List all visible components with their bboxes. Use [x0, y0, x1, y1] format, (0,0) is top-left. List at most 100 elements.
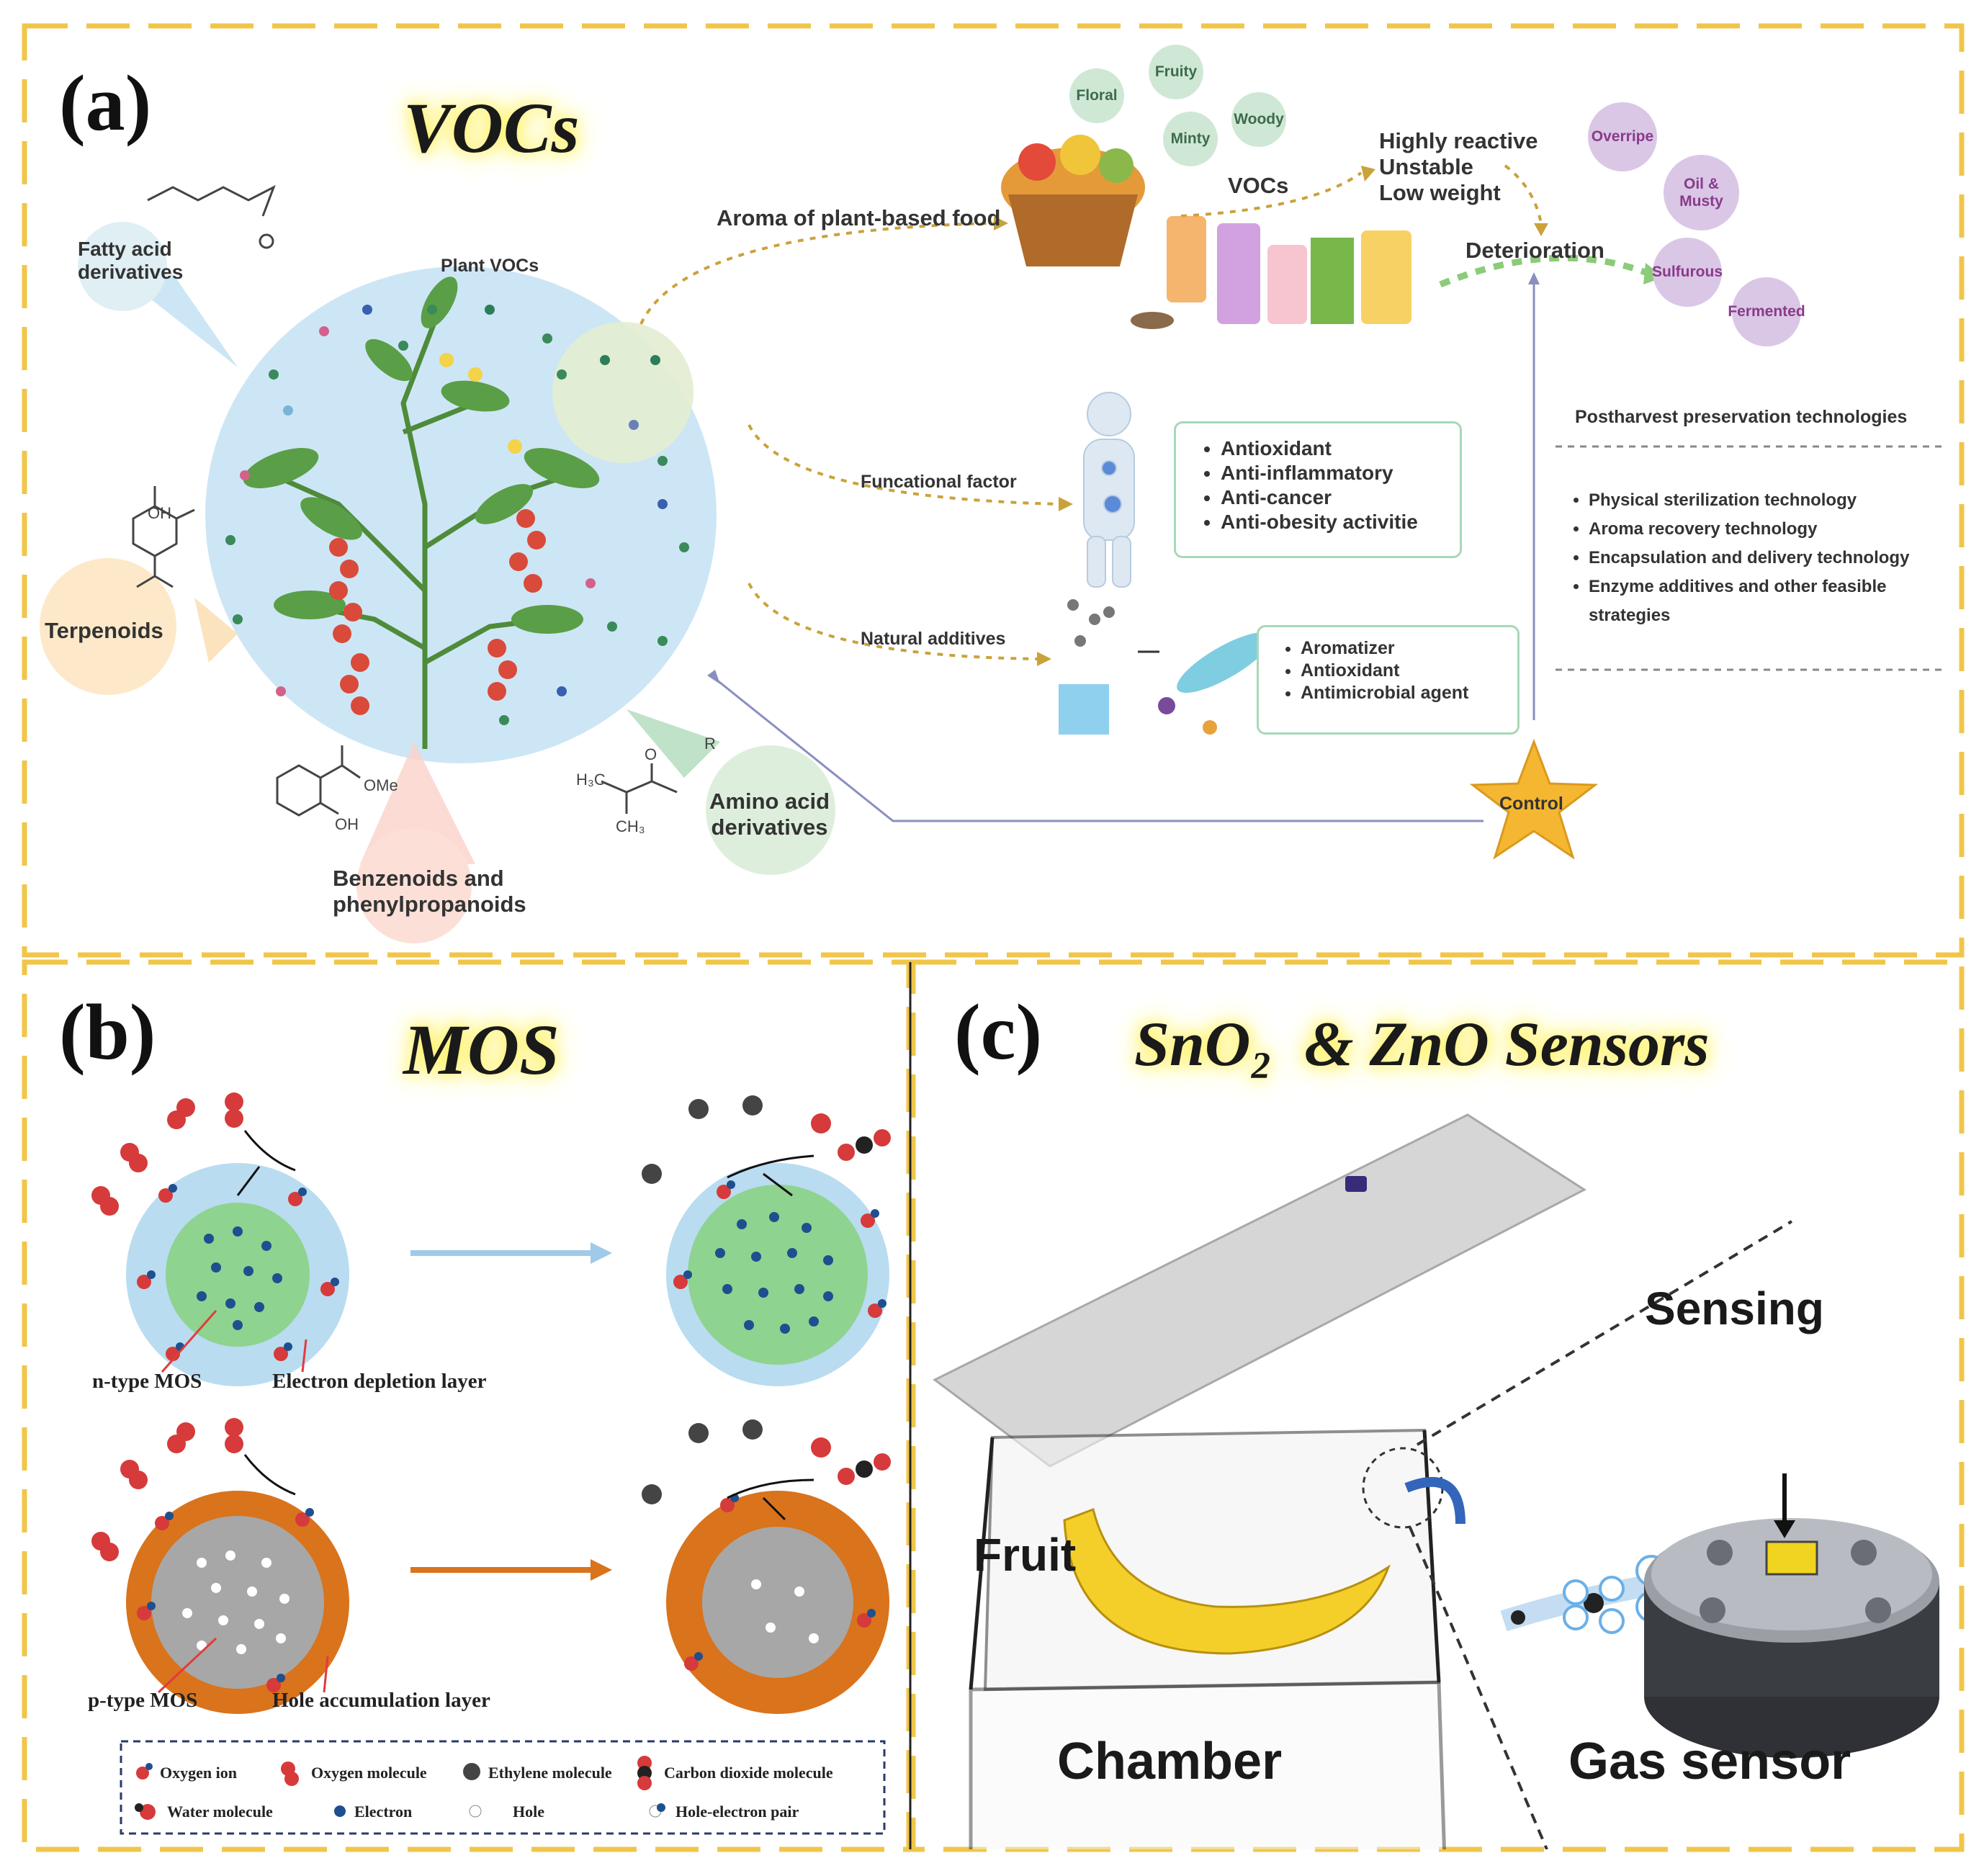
legend-hole: Hole — [513, 1803, 544, 1821]
gas-tube — [1404, 1476, 1465, 1525]
label-deterioration: Deterioration — [1465, 238, 1604, 263]
flowers — [439, 353, 522, 454]
chem-r-label: R — [704, 735, 716, 753]
control-feedback-line — [712, 676, 1483, 822]
panel-a-graphics — [40, 135, 1944, 943]
oxygen-ions — [137, 1180, 886, 1692]
label-vocs-small: VOCs — [1228, 173, 1289, 198]
det-circle-oil-musty: Oil & Musty — [1664, 155, 1739, 230]
functional-item: Anti-inflammatory — [1221, 461, 1441, 485]
chem-structures — [132, 184, 678, 817]
chamber-lid — [933, 1113, 1586, 1468]
human-figure — [1083, 392, 1135, 588]
electrons — [197, 1212, 833, 1334]
functional-item: Anti-cancer — [1221, 485, 1441, 510]
legend-icons — [135, 1756, 665, 1820]
p-type-core-after — [702, 1527, 853, 1678]
deterioration-arrow — [1439, 254, 1651, 288]
panel-c-title: SnO₂ & ZnO Sensors — [1134, 1010, 1710, 1080]
label-natural-additives: Natural additives — [861, 629, 1006, 649]
panel-a-letter: (a) — [59, 59, 152, 147]
drinks — [1131, 216, 1411, 329]
label-benzenoids: Benzenoids and phenylpropanoids — [333, 866, 526, 917]
reaction-arrows — [236, 1130, 814, 1521]
n-type-core-after — [688, 1185, 868, 1365]
additive-graphics — [1059, 599, 1272, 735]
pointer-lines — [157, 1310, 329, 1694]
additive-list-box: Aromatizer Antioxidant Antimicrobial age… — [1257, 625, 1520, 735]
postharvest-item: Physical sterilization technology — [1589, 486, 1944, 515]
label-functional: Funcational factor — [861, 472, 1017, 492]
legend-oxygen-ion: Oxygen ion — [160, 1764, 237, 1782]
label-electron-depletion: Electron depletion layer — [272, 1370, 487, 1393]
functional-list-box: Antioxidant Anti-inflammatory Anti-cance… — [1174, 421, 1462, 558]
label-n-type: n-type MOS — [92, 1370, 202, 1393]
plant-leaves — [243, 277, 600, 634]
voc-dots — [225, 305, 689, 725]
aroma-circle-floral: Floral — [1069, 68, 1124, 123]
label-amino-acid: Amino acid derivatives — [709, 789, 830, 840]
panel-b-title: MOS — [403, 1010, 560, 1090]
chem-h3c-label: H₃C — [576, 771, 606, 789]
additive-item: Antioxidant — [1301, 660, 1502, 682]
additive-item: Aromatizer — [1301, 637, 1502, 660]
aroma-circle-woody: Woody — [1231, 92, 1286, 147]
legend-ethylene: Ethylene molecule — [488, 1764, 612, 1782]
label-aroma: Aroma of plant-based food — [717, 205, 1001, 230]
functional-item: Antioxidant — [1221, 436, 1441, 461]
legend-box — [120, 1740, 886, 1835]
fatty-acid-circle — [78, 222, 167, 311]
mos-diagram — [91, 1092, 891, 1835]
label-sensing: Sensing — [1645, 1283, 1824, 1334]
chamber-front — [969, 1680, 1446, 1849]
legend-co2: Carbon dioxide molecule — [664, 1764, 833, 1782]
label-hole-accumulation: Hole accumulation layer — [272, 1689, 490, 1712]
chem-ch3-label: CH₃ — [616, 817, 645, 835]
label-gas-sensor: Gas sensor — [1568, 1733, 1851, 1790]
sensor-setup — [933, 1113, 1939, 1849]
blue-arrow-head — [591, 1242, 612, 1264]
label-plant-vocs: Plant VOCs — [441, 256, 539, 276]
dotted-arrows — [639, 164, 1543, 660]
gas-sensor-device — [1644, 1518, 1939, 1758]
functional-item: Anti-obesity activitie — [1221, 510, 1441, 534]
terpenoid-cone — [194, 598, 238, 663]
oxygen-molecules — [91, 1092, 243, 1561]
aroma-circle-minty: Minty — [1163, 112, 1218, 166]
label-p-type: p-type MOS — [88, 1689, 198, 1712]
postharvest-item: Encapsulation and delivery technology — [1589, 544, 1944, 573]
property-low-weight: Low weight — [1379, 180, 1501, 205]
amino-circle — [706, 745, 835, 875]
postharvest-title: Postharvest preservation technologies — [1575, 407, 1908, 427]
legend-electron: Electron — [354, 1803, 413, 1821]
legend-water: Water molecule — [167, 1803, 273, 1821]
additive-item: Antimicrobial agent — [1301, 682, 1502, 704]
orange-arrow-head — [591, 1559, 612, 1581]
label-control: Control — [1499, 794, 1563, 814]
chem-o-label: O — [645, 745, 657, 763]
product-molecules — [642, 1095, 891, 1504]
det-circle-overripe: Overripe — [1588, 102, 1657, 171]
det-circle-sulfurous: Sulfurous — [1652, 238, 1723, 307]
label-fruit: Fruit — [974, 1529, 1077, 1581]
panel-a-title: VOCs — [403, 88, 580, 168]
property-unstable: Unstable — [1379, 154, 1473, 179]
aroma-circle-fruity: Fruity — [1149, 45, 1203, 99]
postharvest-item: Enzyme additives and other feasible stra… — [1589, 573, 1944, 630]
arrow-heads — [994, 166, 1548, 666]
tomatoes — [329, 509, 546, 715]
n-type-core — [166, 1203, 310, 1347]
label-chamber: Chamber — [1057, 1733, 1283, 1790]
label-terpenoids: Terpenoids — [45, 618, 163, 643]
benzenoid-cone — [360, 742, 475, 864]
banana — [1063, 1508, 1391, 1655]
chem-ome-label: OMe — [364, 776, 398, 794]
voc-properties: Highly reactive Unstable Low weight — [1379, 128, 1538, 206]
benzenoid-circle — [356, 828, 472, 943]
legend-hole-electron-pair: Hole-electron pair — [675, 1803, 799, 1821]
label-fatty-acid: Fatty acid derivatives — [78, 238, 184, 283]
panel-c-letter: (c) — [954, 988, 1043, 1076]
postharvest-list: Physical sterilization technology Aroma … — [1563, 486, 1944, 630]
property-highly-reactive: Highly reactive — [1379, 128, 1538, 153]
